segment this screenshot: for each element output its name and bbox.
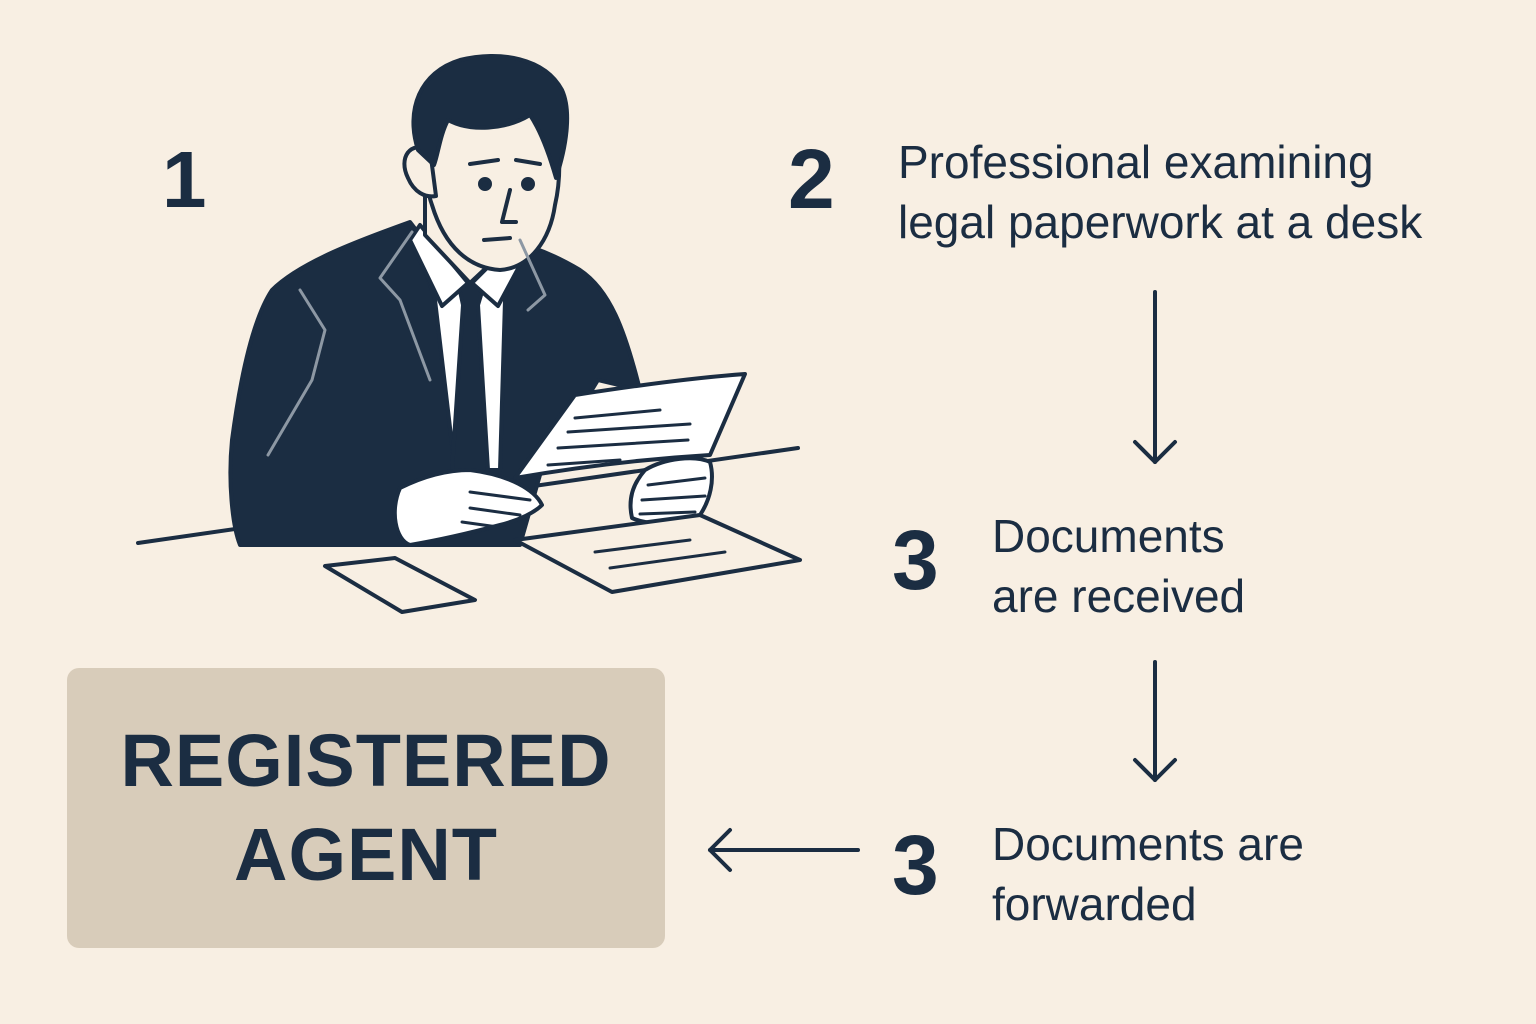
step-1-number: 1	[162, 135, 207, 224]
step-2-description: Professional examining legal paperwork a…	[898, 132, 1422, 252]
hair	[411, 53, 570, 180]
held-document-lines	[546, 408, 692, 467]
step-2-line-2: legal paperwork at a desk	[898, 196, 1423, 248]
registered-agent-box: REGISTERED AGENT	[67, 668, 665, 948]
step-3-forwarded-line-1: Documents are	[992, 818, 1304, 870]
nose	[500, 188, 518, 224]
left-fingers	[460, 490, 532, 530]
step-3-received-line-2: are received	[992, 570, 1246, 622]
mouth	[482, 236, 512, 242]
professional-reading-document-illustration	[136, 53, 802, 614]
lapel-lines	[266, 230, 547, 457]
held-document	[513, 372, 747, 480]
arrow-down-icon	[1133, 290, 1177, 464]
step-3-received-description: Documents are received	[992, 506, 1245, 626]
arrow-down-icon	[1133, 660, 1177, 782]
step-3-forwarded-description: Documents are forwarded	[992, 814, 1304, 934]
step-3-forwarded-line-2: forwarded	[992, 878, 1197, 930]
brows	[468, 158, 542, 166]
step-2-number: 2	[788, 132, 835, 226]
step-3-forwarded-number: 3	[892, 818, 939, 912]
agent-line-1: REGISTERED	[120, 719, 612, 802]
step-3-received-number: 3	[892, 513, 939, 607]
eye-right	[521, 177, 535, 191]
left-hand	[392, 468, 544, 547]
arrow-left-icon	[708, 828, 860, 872]
desk-paper	[513, 513, 802, 594]
desk-paper-lines	[593, 538, 727, 570]
step-2-line-1: Professional examining	[898, 136, 1374, 188]
desk-card	[323, 556, 477, 614]
eye-left	[478, 177, 492, 191]
right-fingers	[638, 476, 707, 516]
agent-line-2: AGENT	[234, 813, 498, 896]
step-3-received-line-1: Documents	[992, 510, 1225, 562]
